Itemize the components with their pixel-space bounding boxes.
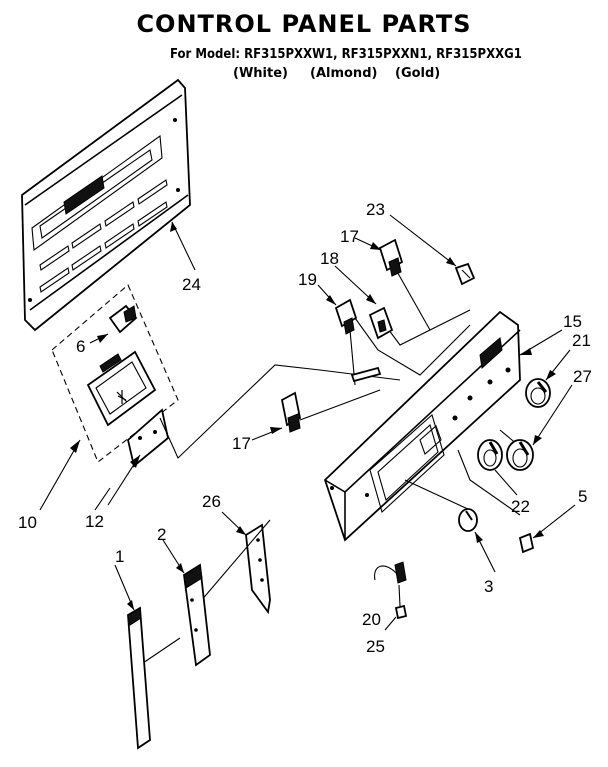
clock-assembly-part-10 [51, 284, 179, 463]
color-almond: (Almond) [310, 66, 378, 81]
model-line: For Model: RF315PXXW1, RF315PXXN1, RF315… [170, 47, 522, 62]
callout-1: 1 [115, 547, 124, 566]
callout-21: 21 [572, 331, 591, 350]
bracket-part-26 [245, 523, 271, 615]
clock-overlay-part-12 [127, 408, 169, 468]
control-panel-part-15 [323, 310, 521, 542]
callout-17-upper: 17 [340, 227, 359, 246]
callout-18: 18 [320, 249, 339, 268]
knob-part-21 [525, 378, 551, 408]
callout-19: 19 [298, 270, 317, 289]
color-white: (White) [233, 66, 288, 81]
knob-part-22 [477, 439, 503, 471]
callout-22: 22 [511, 497, 530, 516]
knob-part-3 [458, 508, 478, 532]
switch-part-17-upper [378, 238, 404, 277]
switch-part-19 [334, 298, 382, 386]
callout-26: 26 [202, 492, 221, 511]
knob-part-23 [454, 262, 476, 286]
diagram-title: CONTROL PANEL PARTS [136, 10, 472, 38]
callout-10: 10 [18, 513, 37, 532]
callout-2: 2 [157, 525, 166, 544]
callout-3: 3 [484, 577, 493, 596]
callout-24: 24 [182, 275, 201, 294]
switch-part-18 [368, 306, 394, 340]
callout-20: 20 [362, 610, 381, 629]
callout-17-lower: 17 [232, 434, 251, 453]
trim-part-2 [183, 563, 211, 667]
callout-25: 25 [366, 637, 385, 656]
trim-part-1 [127, 606, 151, 750]
callout-27: 27 [573, 367, 592, 386]
rear-panel-part-24 [21, 78, 191, 332]
callout-23: 23 [366, 200, 385, 219]
callout-6: 6 [76, 337, 85, 356]
color-gold: (Gold) [395, 66, 441, 81]
knob-part-27 [506, 439, 534, 471]
callout-5: 5 [578, 487, 587, 506]
button-part-5 [518, 532, 535, 554]
wire-lamp-part-20-25 [374, 561, 408, 620]
callout-15: 15 [563, 312, 582, 331]
callout-12: 12 [85, 512, 104, 531]
switch-part-17-lower [280, 391, 302, 433]
